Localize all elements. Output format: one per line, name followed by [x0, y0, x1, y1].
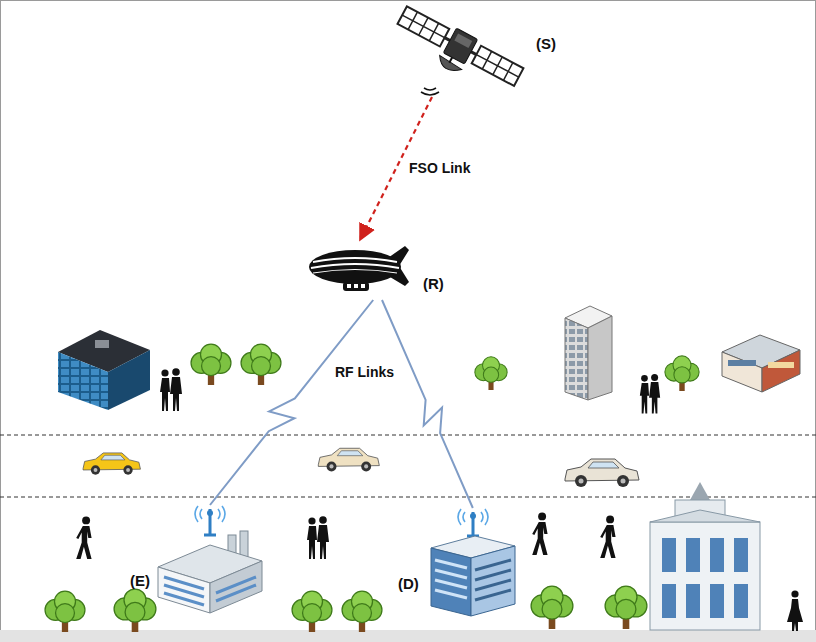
airship-icon	[305, 240, 415, 300]
cars	[318, 448, 379, 471]
domed-building	[650, 482, 760, 630]
office-building	[722, 335, 800, 392]
people	[600, 515, 615, 557]
factory-with-antenna-icon	[154, 505, 266, 615]
road-edge	[0, 435, 816, 436]
office-building	[728, 360, 756, 366]
node-label: (S)	[536, 36, 556, 53]
domed-building	[690, 482, 710, 500]
network-node: (S)	[390, 2, 556, 97]
node-label: (E)	[130, 573, 150, 590]
ground-strip	[0, 630, 816, 642]
domed-building	[650, 522, 760, 630]
glass-building	[108, 350, 150, 410]
trees	[45, 591, 85, 632]
cars	[83, 448, 639, 487]
office-building	[722, 352, 762, 392]
cars	[565, 459, 639, 487]
trees	[342, 591, 382, 632]
glass-building	[58, 352, 108, 410]
network-node: (E)	[130, 505, 266, 615]
trees	[531, 586, 573, 629]
trees	[665, 356, 699, 391]
trees	[292, 591, 332, 632]
trees	[45, 344, 699, 632]
people	[76, 368, 803, 631]
trees	[605, 586, 647, 629]
people	[532, 512, 547, 554]
glass-building	[95, 340, 109, 348]
tall-building	[565, 318, 588, 400]
office-building	[722, 335, 800, 368]
people	[787, 590, 803, 631]
office-building	[762, 350, 800, 392]
rf-link	[210, 300, 373, 505]
link-label: RF Links	[332, 364, 397, 381]
tall-building	[565, 306, 612, 400]
domed-building	[734, 584, 748, 618]
people	[307, 516, 329, 559]
trees	[475, 357, 507, 390]
satellite-icon	[390, 2, 530, 97]
network-node: (R)	[305, 240, 444, 300]
people	[160, 368, 182, 411]
domed-building	[686, 584, 700, 618]
office-building	[768, 362, 794, 368]
node-label: (R)	[423, 276, 444, 293]
domed-building	[734, 538, 748, 572]
domed-building	[650, 510, 760, 522]
rf-link	[382, 300, 473, 508]
glass-building	[58, 330, 150, 410]
trees	[114, 589, 156, 632]
link-label: FSO Link	[406, 160, 473, 177]
network-node: (D)	[398, 508, 523, 618]
trees	[191, 344, 231, 385]
domed-building	[710, 538, 724, 572]
people	[76, 516, 91, 558]
domed-building	[710, 584, 724, 618]
tall-building	[588, 316, 612, 400]
domed-building	[662, 584, 676, 618]
domed-building	[662, 538, 676, 572]
people	[640, 374, 660, 414]
domed-building	[686, 538, 700, 572]
trees	[241, 344, 281, 385]
cars	[83, 453, 140, 475]
building-with-antenna-icon	[423, 508, 523, 618]
node-label: (D)	[398, 576, 419, 593]
